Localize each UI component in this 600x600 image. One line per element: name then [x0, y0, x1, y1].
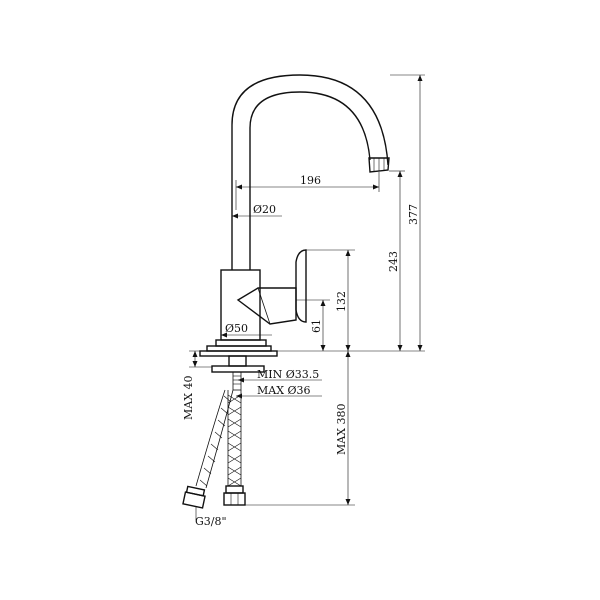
thread-label: G3/8"	[195, 515, 227, 528]
handle-bottom-height-label: 61	[310, 319, 323, 333]
base-flange	[206, 345, 272, 352]
counter-thickness-label: MAX 40	[182, 375, 195, 420]
spout-inner-curve	[249, 91, 371, 270]
total-height-label: 377	[407, 204, 420, 225]
hose-length-label: MAX 380	[335, 403, 348, 455]
curved-hose-nut	[182, 491, 206, 509]
spout-aerator	[368, 157, 390, 173]
reach-label: 196	[300, 174, 321, 187]
max-hole-label: MAX Ø36	[257, 384, 311, 397]
handle-top-height-label: 132	[335, 291, 348, 312]
spout-outer-curve	[231, 74, 389, 270]
curved-hose	[195, 389, 226, 487]
fixing-shank	[228, 355, 247, 367]
handle-cartridge	[295, 249, 307, 323]
dimension-labels: 196 Ø20 Ø50 377 243 132 61 MAX 40 MIN Ø3…	[182, 174, 420, 528]
curved-hose	[205, 389, 234, 489]
curved-hose-braid	[199, 395, 232, 487]
dimension-lines	[189, 74, 425, 520]
straight-hose-nut	[223, 492, 246, 506]
pipe-diameter-label: Ø20	[253, 203, 276, 216]
base-washer	[199, 350, 278, 357]
straight-hose-braid	[227, 394, 242, 487]
base-ring	[215, 339, 267, 347]
base-diameter-label: Ø50	[225, 322, 248, 335]
outlet-height-label: 243	[387, 251, 400, 272]
straight-hose-fitting	[225, 485, 244, 494]
lever-handle	[236, 287, 297, 325]
faucet-body	[199, 74, 390, 391]
threaded-rod	[232, 371, 242, 391]
flexible-hoses	[182, 389, 246, 509]
handle-joint-line	[257, 287, 271, 325]
min-hole-label: MIN Ø33.5	[257, 368, 319, 381]
